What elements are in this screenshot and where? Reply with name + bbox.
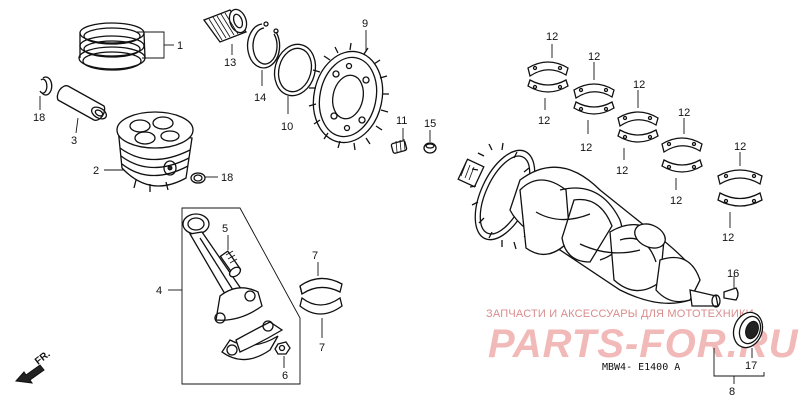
washer[interactable] (269, 40, 321, 101)
assembly-bracket (181, 207, 301, 385)
callout-1: 1 (177, 40, 183, 52)
callout-12-7: 12 (678, 107, 690, 119)
callout-12-5: 12 (633, 79, 645, 91)
assembly-bracket (713, 348, 765, 377)
conrod-bearing-upper[interactable] (299, 277, 343, 296)
figure-code: MBW4- E1400 A (602, 362, 680, 373)
conrod-bolt[interactable] (219, 250, 242, 279)
snap-ring[interactable] (246, 21, 281, 69)
main-bearing-pair-3[interactable] (617, 111, 659, 143)
callout-3: 3 (71, 135, 77, 147)
callout-12-1: 12 (546, 31, 558, 43)
callout-4: 4 (156, 285, 162, 297)
callout-12-6: 12 (616, 165, 628, 177)
callout-14: 14 (254, 92, 266, 104)
callout-15: 15 (424, 118, 436, 130)
callout-12-4: 12 (580, 142, 592, 154)
callout-2: 2 (93, 165, 99, 177)
callout-8: 8 (729, 386, 735, 398)
direction-label: FR. (33, 349, 53, 368)
callout-18a: 18 (33, 112, 45, 124)
piston-pin-clip[interactable] (39, 76, 53, 96)
needle-bearing[interactable] (202, 7, 250, 43)
piston[interactable] (116, 111, 194, 192)
dowel-pin[interactable] (390, 138, 408, 154)
callout-16: 16 (727, 268, 739, 280)
woodruff-key[interactable] (723, 287, 739, 301)
front-direction-arrow-icon: FR. (14, 349, 53, 384)
piston-pin[interactable] (56, 85, 108, 122)
piston-rings[interactable] (78, 22, 146, 71)
callout-7b: 7 (319, 342, 325, 354)
conrod-cap[interactable] (221, 320, 284, 361)
conrod-nut[interactable] (274, 341, 291, 355)
callout-10: 10 (281, 121, 293, 133)
oil-seal[interactable] (729, 308, 768, 351)
piston-pin-clip[interactable] (190, 172, 206, 184)
watermark-tagline: ЗАПЧАСТИ И АКСЕССУАРЫ ДЛЯ МОТОТЕХНИКИ (486, 308, 754, 320)
connecting-rod[interactable] (182, 213, 263, 324)
conrod-bearing-lower[interactable] (299, 296, 343, 315)
dowel-pin-small[interactable] (423, 142, 437, 154)
callout-12-10: 12 (722, 232, 734, 244)
main-bearing-pair-2[interactable] (573, 83, 615, 115)
callout-7a: 7 (312, 250, 318, 262)
callout-12-8: 12 (670, 195, 682, 207)
main-bearing-pair-5[interactable] (717, 169, 763, 207)
main-bearing-pair-1[interactable] (527, 61, 569, 93)
callout-12-3: 12 (588, 51, 600, 63)
callout-6: 6 (282, 370, 288, 382)
main-bearing-pair-4[interactable] (661, 137, 703, 173)
callout-9: 9 (362, 18, 368, 30)
callout-12-9: 12 (734, 141, 746, 153)
callout-13: 13 (224, 57, 236, 69)
leader-line (75, 117, 79, 134)
crankshaft[interactable] (457, 141, 721, 308)
callout-5: 5 (222, 223, 228, 235)
callout-17: 17 (745, 360, 757, 372)
callout-12-2: 12 (538, 115, 550, 127)
callout-11: 11 (396, 115, 407, 127)
cam-chain-sprocket[interactable] (305, 42, 391, 151)
callout-18b: 18 (221, 172, 233, 184)
